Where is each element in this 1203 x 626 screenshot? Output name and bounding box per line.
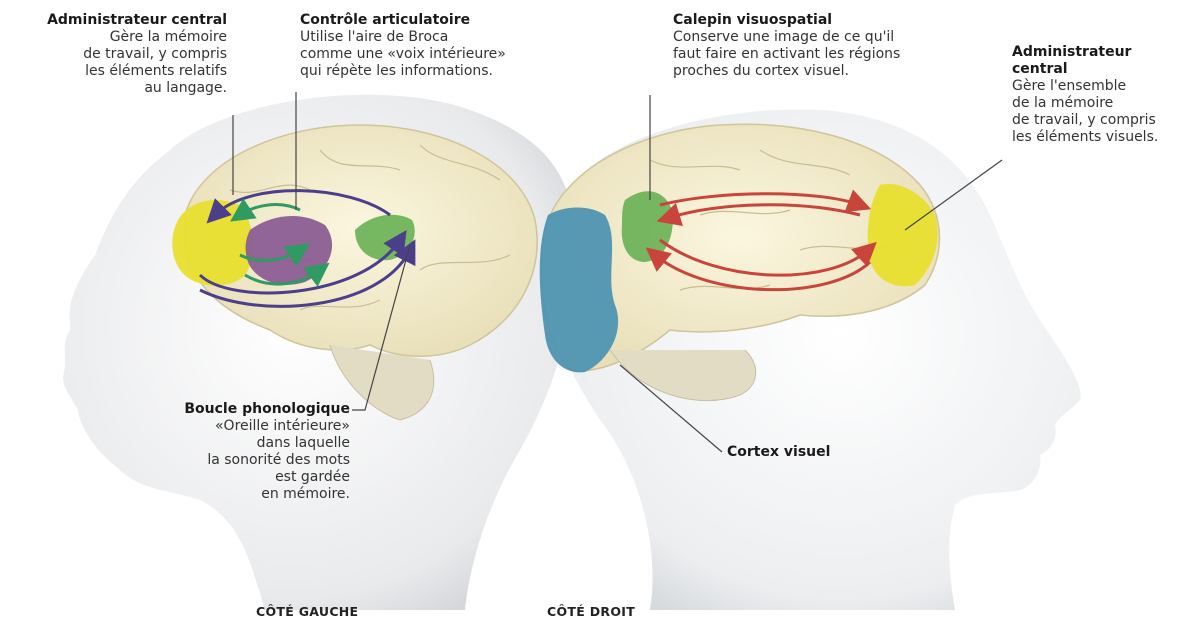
side-right-caption: CÔTÉ DROIT [547, 604, 635, 619]
visual-cortex-title: Cortex visuel [727, 444, 927, 461]
visuospatial-label: Calepin visuospatial Conserve une image … [673, 12, 963, 80]
admin-left-text: Gère la mémoire de travail, y compris le… [5, 29, 227, 97]
articulatory-label: Contrôle articulatoire Utilise l'aire de… [300, 12, 570, 80]
admin-left-title: Administrateur central [5, 12, 227, 29]
side-left-caption: CÔTÉ GAUCHE [256, 604, 358, 619]
visual-cortex-region [540, 208, 618, 373]
visual-cortex-label: Cortex visuel [727, 444, 927, 461]
articulatory-text: Utilise l'aire de Broca comme une «voix … [300, 29, 570, 80]
phonological-label: Boucle phonologique «Oreille intérieure»… [118, 401, 350, 503]
admin-right-text: Gère l'ensemble de la mémoire de travail… [1012, 78, 1200, 146]
admin-right-label: Administrateur central Gère l'ensemble d… [1012, 44, 1200, 146]
visuospatial-title: Calepin visuospatial [673, 12, 963, 29]
visuospatial-text: Conserve une image de ce qu'il faut fair… [673, 29, 963, 80]
articulatory-title: Contrôle articulatoire [300, 12, 570, 29]
admin-right-title: Administrateur central [1012, 44, 1200, 78]
admin-left-label: Administrateur central Gère la mémoire d… [5, 12, 227, 97]
phonological-text: «Oreille intérieure» dans laquelle la so… [118, 418, 350, 503]
phonological-title: Boucle phonologique [118, 401, 350, 418]
